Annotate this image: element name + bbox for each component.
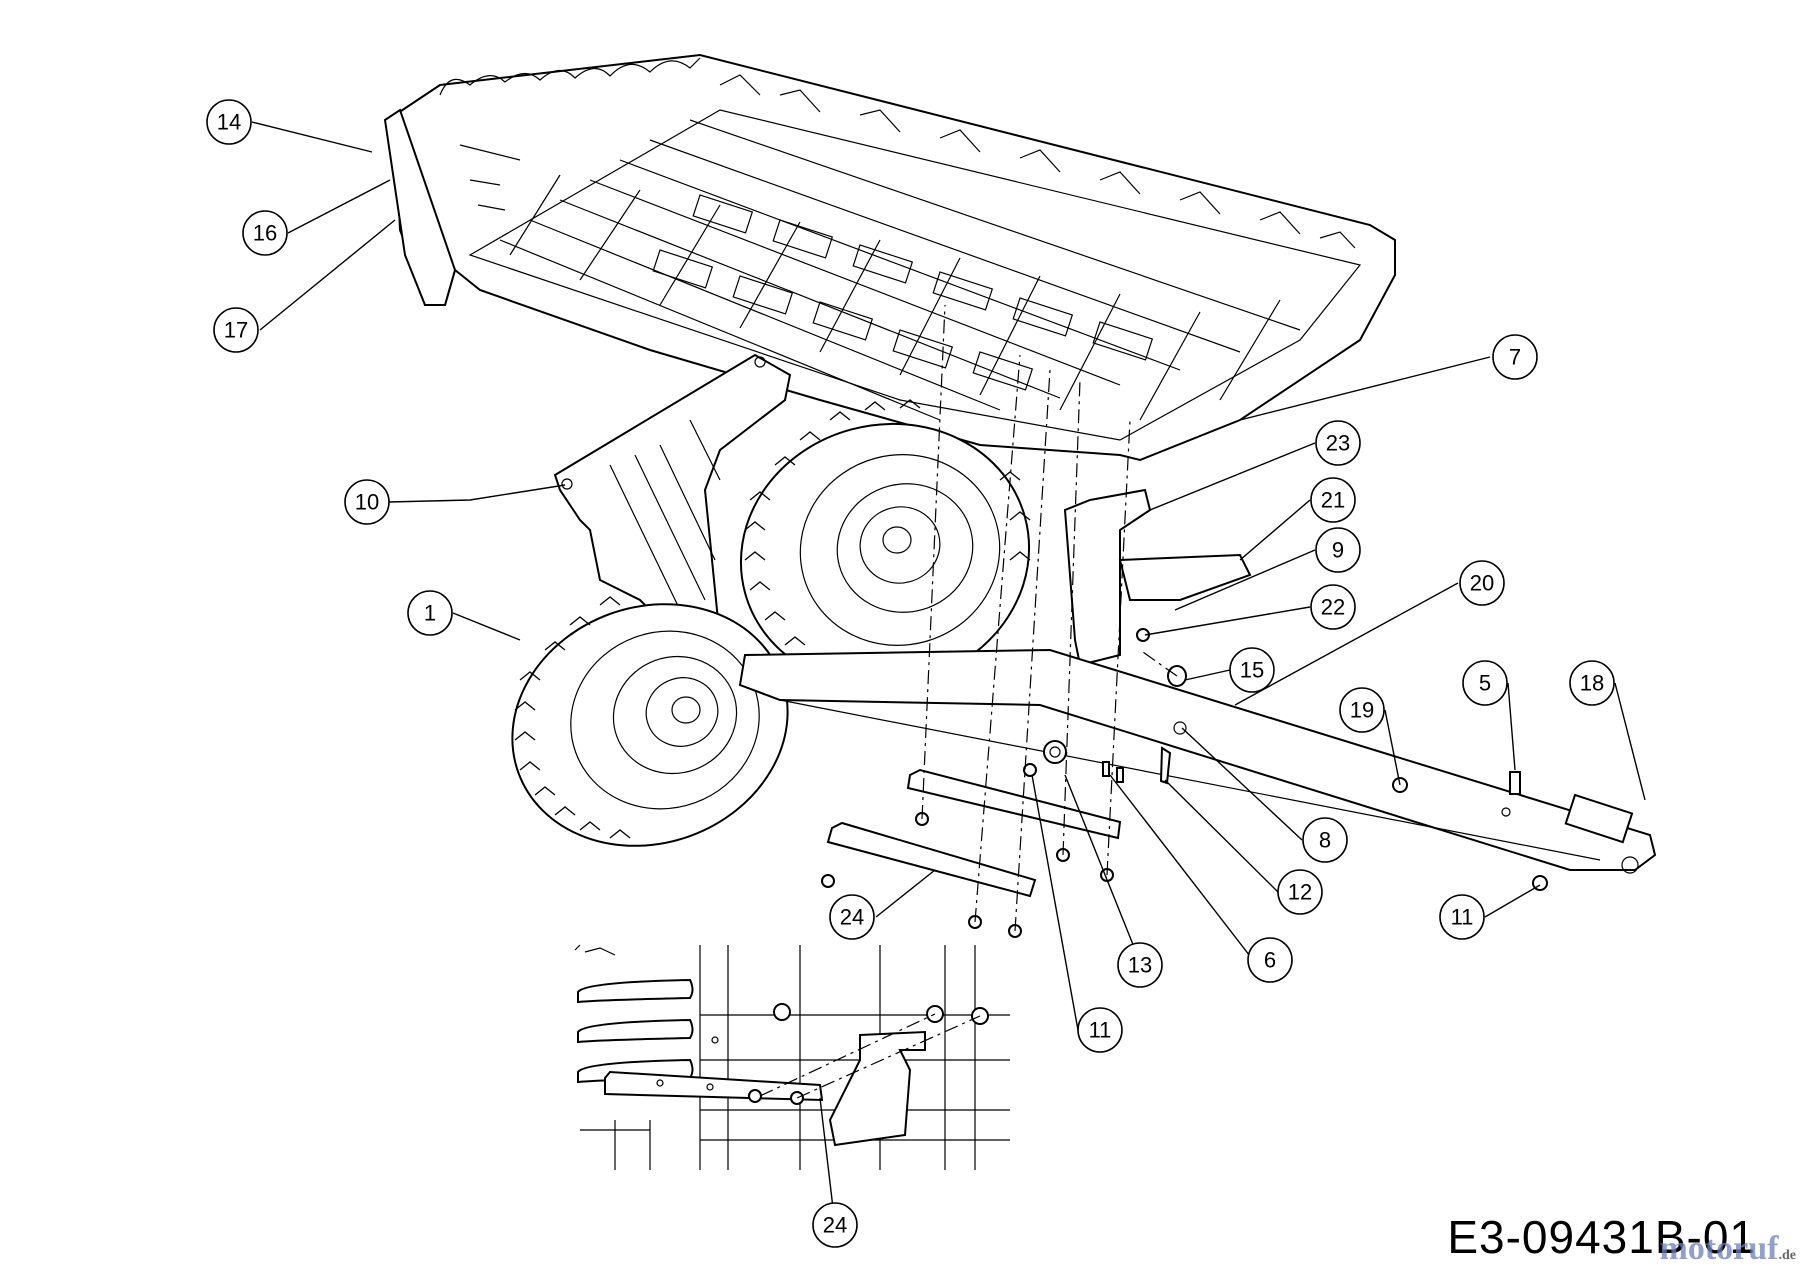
callout-23: 23: [1315, 420, 1361, 466]
callout-label: 22: [1321, 595, 1345, 620]
callout-label: 7: [1509, 345, 1521, 370]
callout-label: 15: [1240, 658, 1264, 683]
wheel-front: [739, 399, 1031, 688]
callout-6: 6: [1247, 937, 1293, 983]
callout-label: 20: [1470, 571, 1494, 596]
callout-label: 9: [1332, 538, 1344, 563]
callout-label: 12: [1288, 880, 1312, 905]
callout-label: 17: [224, 318, 248, 343]
callout-label: 5: [1479, 671, 1491, 696]
callout-13: 13: [1117, 942, 1163, 988]
callout-label: 6: [1264, 948, 1276, 973]
callout-label: 14: [217, 110, 241, 135]
drawing-number: E3-09431B-01: [1447, 1211, 1756, 1263]
callout-label: 18: [1580, 671, 1604, 696]
callout-11: 11: [1439, 894, 1485, 940]
callout-label: 11: [1089, 1018, 1112, 1043]
callout-label: 24: [823, 1213, 847, 1238]
callout-14: 14: [206, 99, 252, 145]
callout-label: 13: [1128, 953, 1152, 978]
callout-18: 18: [1569, 660, 1615, 706]
callout-11-lower: 11: [1077, 1007, 1123, 1053]
watermark-logo: motoruf.de: [1660, 1230, 1796, 1268]
callout-label: 1: [424, 601, 436, 626]
callout-8: 8: [1302, 817, 1348, 863]
callout-label: 11: [1451, 905, 1474, 930]
watermark-tld: .de: [1778, 1248, 1797, 1263]
callout-label: 10: [355, 490, 379, 515]
leader-lines: [251, 121, 1646, 1226]
callout-1: 1: [407, 590, 453, 636]
callout-label: 19: [1350, 698, 1374, 723]
callout-22: 22: [1310, 584, 1356, 630]
callout-5: 5: [1462, 660, 1508, 706]
callout-label: 23: [1326, 431, 1350, 456]
callout-label: 16: [253, 221, 277, 246]
callout-24-inset: 24: [812, 1202, 858, 1248]
callout-19: 19: [1339, 687, 1385, 733]
watermark-text: motoruf: [1659, 1230, 1779, 1267]
callout-7: 7: [1492, 334, 1538, 380]
callout-17: 17: [213, 307, 259, 353]
callout-12: 12: [1277, 869, 1323, 915]
callout-label: 8: [1319, 828, 1331, 853]
callout-15: 15: [1229, 647, 1275, 693]
cart-bed: [383, 53, 1396, 462]
callout-16: 16: [242, 210, 288, 256]
callout-10: 10: [344, 479, 390, 525]
assembly-lines: [921, 304, 1178, 932]
callout-label: 21: [1321, 488, 1345, 513]
callout-24: 24: [829, 894, 875, 940]
center-bracket: [1063, 488, 1252, 667]
callout-21: 21: [1310, 477, 1356, 523]
callout-label: 24: [840, 905, 864, 930]
callout-20: 20: [1459, 560, 1505, 606]
inset-detail: [574, 944, 1010, 1170]
callout-9: 9: [1315, 527, 1361, 573]
tow-bar: [738, 648, 1657, 874]
